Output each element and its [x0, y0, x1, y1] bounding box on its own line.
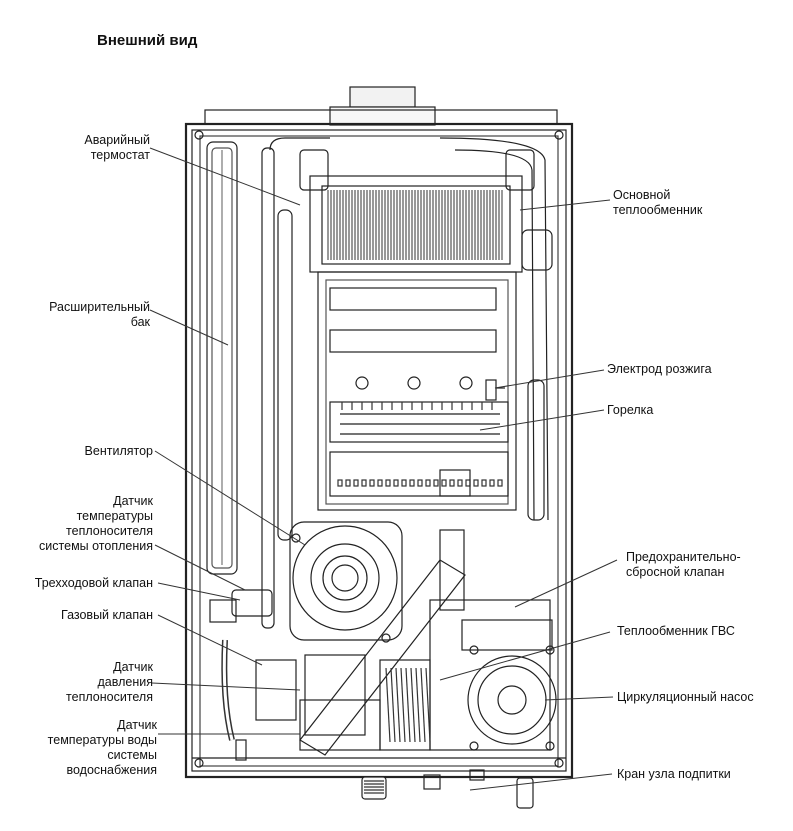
circulation-pump: [461, 619, 557, 751]
label-pressure-sensor: Датчик давления теплоносителя: [66, 660, 153, 704]
fan: [289, 521, 403, 643]
label-burner: Горелка: [607, 403, 654, 417]
label-circulation-pump: Циркуляционный насос: [617, 690, 754, 704]
main-heat-exchanger: [299, 149, 535, 273]
expansion-tank: [206, 141, 238, 575]
leader-lines: [149, 147, 618, 791]
burner: [329, 401, 509, 497]
ignition-electrode: [485, 379, 505, 401]
bottom-connections: [192, 757, 566, 809]
label-fan: Вентилятор: [84, 444, 153, 458]
lower-left-valves: [209, 589, 297, 761]
label-heating-temp-sensor: Датчик температуры теплоносителя системы…: [39, 494, 153, 553]
air-tube: [299, 529, 466, 756]
casing: [184, 122, 574, 779]
right-pipes: [439, 137, 553, 521]
label-safety-valve: Предохранительно- сбросной клапан: [626, 550, 741, 579]
label-fill-tap: Кран узла подпитки: [617, 767, 731, 781]
hydraulic-block: [299, 599, 551, 751]
flue-collar: [204, 86, 558, 126]
label-expansion-tank: Расширительный бак: [49, 300, 150, 329]
left-pipes: [261, 137, 330, 629]
label-dhw-temp-sensor: Датчик температуры воды системы водоснаб…: [47, 718, 157, 777]
page-title: Внешний вид: [97, 32, 198, 49]
label-emergency-thermostat: Аварийный термостат: [84, 133, 150, 162]
label-gas-valve: Газовый клапан: [61, 608, 153, 622]
combustion-chamber: [317, 271, 517, 511]
label-ignition-electrode: Электрод розжига: [607, 362, 712, 376]
label-three-way-valve: Трехходовой клапан: [34, 576, 153, 590]
label-dhw-heat-exchanger: Теплообменник ГВС: [617, 624, 735, 638]
label-main-heat-exchanger: Основной теплообменник: [613, 188, 703, 217]
